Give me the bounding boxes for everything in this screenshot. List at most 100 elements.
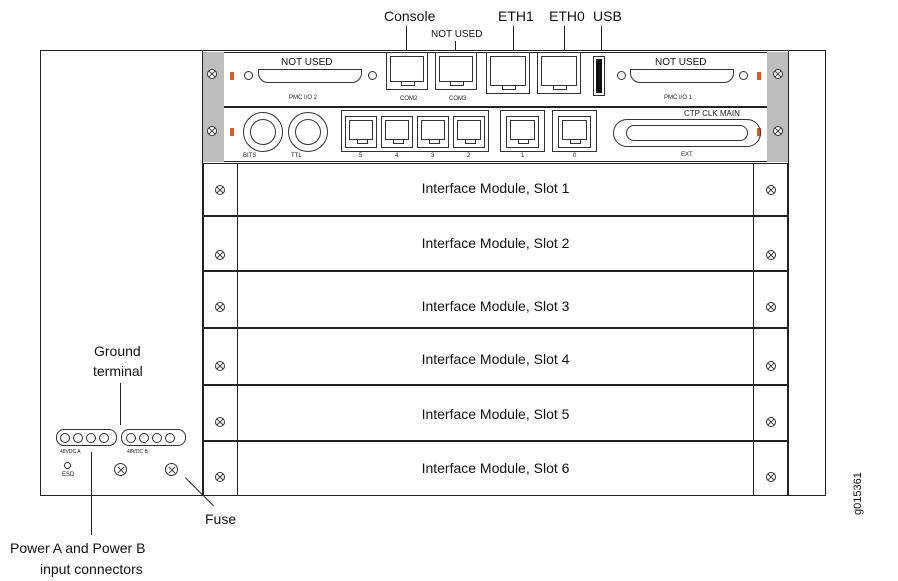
- module-1-screw-left: [215, 185, 225, 195]
- esd-label: ESD: [62, 472, 75, 478]
- power-connector-a: [56, 429, 117, 446]
- db-screw-left-a: [244, 71, 253, 80]
- port-4-label: 4: [395, 153, 399, 159]
- ext-connector: [613, 119, 761, 147]
- console-port: [386, 52, 428, 90]
- port-2: [453, 116, 485, 148]
- eth1-port: [486, 52, 530, 94]
- com3-port: [435, 52, 477, 90]
- module-5-label: Interface Module, Slot 5: [421, 406, 570, 422]
- port-group-0: [552, 110, 597, 152]
- screw-row2-right: [773, 126, 783, 136]
- module-1-screw-right: [766, 185, 776, 195]
- led-row2-left: [230, 128, 234, 136]
- callout-eth0: ETH0: [549, 8, 585, 24]
- port-3-label: 3: [431, 153, 435, 159]
- eth0-port: [537, 52, 581, 94]
- port-group-1: [500, 110, 545, 152]
- module-slot-6: Interface Module, Slot 6: [203, 441, 788, 496]
- port-0: [558, 116, 591, 148]
- module-6-screw-left: [215, 472, 225, 482]
- leader-console: [406, 26, 407, 52]
- callout-usb: USB: [593, 8, 622, 24]
- power-a-terminal-4: [99, 433, 109, 443]
- port-4: [381, 116, 413, 148]
- module-4-screw-left: [215, 361, 225, 371]
- power-label-1: Power A and Power B: [10, 540, 146, 556]
- power-a-label: 48VDC A: [60, 449, 81, 455]
- leader-usb: [601, 26, 602, 52]
- fuse-label: Fuse: [205, 511, 237, 527]
- screw-row2-left: [207, 126, 217, 136]
- db-connector-left: [258, 69, 362, 83]
- module-2-label: Interface Module, Slot 2: [421, 235, 570, 251]
- com2-label: COM2: [400, 96, 418, 102]
- db-connector-right: [630, 69, 734, 83]
- module-slot-5: Interface Module, Slot 5: [203, 385, 788, 441]
- power-a-terminal-1: [60, 433, 70, 443]
- screw-row1-right: [773, 69, 783, 79]
- module-3-label: Interface Module, Slot 3: [421, 298, 570, 314]
- not-used-left-label: NOT USED: [281, 57, 333, 68]
- pmc-io1-label: PMC I/O 1: [664, 95, 693, 101]
- leader-power: [91, 452, 92, 535]
- ttl-label: TTL: [291, 153, 302, 159]
- callout-not-used: NOT USED: [431, 29, 483, 40]
- module-1-label: Interface Module, Slot 1: [421, 180, 570, 196]
- com3-label: COM3: [449, 96, 467, 102]
- port-group-2-5: [341, 110, 489, 152]
- pmc-io2-label: PMC I/O 2: [289, 95, 318, 101]
- fuse-b-icon: [165, 463, 178, 476]
- module-6-label: Interface Module, Slot 6: [421, 460, 570, 476]
- power-b-terminal-4: [165, 433, 175, 443]
- power-a-terminal-3: [86, 433, 96, 443]
- db-screw-right-a: [617, 71, 626, 80]
- module-4-label: Interface Module, Slot 4: [421, 351, 570, 367]
- module-4-screw-right: [766, 361, 776, 371]
- port-2-label: 2: [467, 153, 471, 159]
- module-5-screw-left: [215, 417, 225, 427]
- module-slot-4: Interface Module, Slot 4: [203, 328, 788, 385]
- module-3-screw-right: [766, 302, 776, 312]
- chassis-right-divider: [788, 50, 789, 496]
- module-5-screw-right: [766, 417, 776, 427]
- chassis-left-divider: [202, 50, 203, 496]
- module-2-screw-left: [215, 250, 225, 260]
- db-screw-left-b: [368, 71, 377, 80]
- not-used-right-label: NOT USED: [655, 57, 707, 68]
- led-row1-left: [230, 72, 234, 80]
- leader-ground-terminal: [120, 383, 121, 425]
- ttl-bnc-inner: [295, 119, 321, 145]
- port-0-label: 0: [573, 153, 577, 159]
- right-ear-row1: [767, 52, 788, 107]
- db-screw-right-b: [739, 71, 748, 80]
- power-b-terminal-2: [139, 433, 149, 443]
- power-a-terminal-2: [73, 433, 83, 443]
- module-slot-1: Interface Module, Slot 1: [203, 163, 788, 216]
- power-b-terminal-3: [152, 433, 162, 443]
- power-label-2: input connectors: [40, 561, 143, 577]
- bits-bnc-inner: [250, 119, 276, 145]
- port-1-label: 1: [521, 153, 525, 159]
- callout-eth1: ETH1: [498, 8, 534, 24]
- port-1: [506, 116, 539, 148]
- led-row1-right: [757, 72, 761, 80]
- power-b-label: 48VDC B: [127, 449, 148, 455]
- power-connector-b: [121, 429, 186, 446]
- screw-row1-left: [207, 69, 217, 79]
- module-3-screw-left: [215, 302, 225, 312]
- leader-eth1: [513, 26, 514, 52]
- module-slot-2: Interface Module, Slot 2: [203, 216, 788, 271]
- port-5-label: 5: [359, 153, 363, 159]
- left-ear-row1: [203, 52, 224, 107]
- module-6-screw-right: [766, 472, 776, 482]
- usb-port: [593, 56, 605, 96]
- ctp-clk-main-label: CTP CLK MAIN: [684, 109, 740, 118]
- ext-label: EXT: [681, 152, 693, 158]
- leader-not-used: [455, 41, 456, 52]
- module-slot-3: Interface Module, Slot 3: [203, 271, 788, 328]
- bits-label: BITS: [243, 153, 257, 159]
- esd-jack: [64, 462, 71, 469]
- ground-terminal-label-1: Ground: [94, 343, 141, 359]
- figure-id: g015361: [852, 472, 864, 515]
